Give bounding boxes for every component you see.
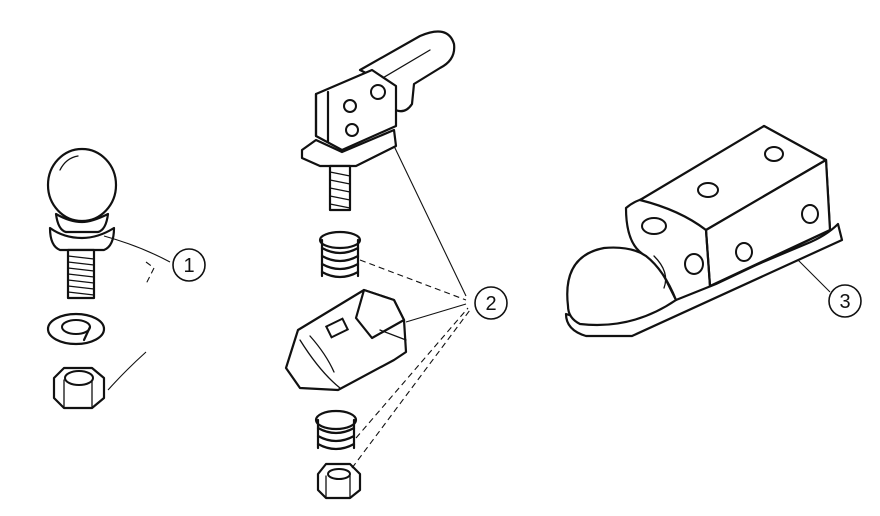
callout-3-label: 3 (839, 291, 850, 313)
hitch-ball-icon (46, 147, 118, 300)
leader-line-2d (355, 307, 469, 439)
leader-line-2a (393, 145, 467, 297)
callout-2: 2 (474, 286, 508, 320)
callout-1: 1 (172, 248, 206, 282)
hex-nut-icon (316, 462, 362, 500)
latch-block (284, 288, 408, 392)
leader-line-2e (351, 309, 471, 469)
leader-line-3 (797, 259, 831, 293)
coupler-body-icon (564, 124, 844, 338)
callout-1-label: 1 (183, 255, 194, 277)
callout-2-label: 2 (485, 293, 496, 315)
leader-line-2c (405, 303, 467, 323)
lock-washer-icon (46, 312, 106, 346)
hex-nut-icon (52, 366, 106, 410)
leader-line-1b (145, 261, 155, 285)
leader-line-1c (107, 351, 147, 391)
callout-3: 3 (828, 284, 862, 318)
spring-icon (314, 409, 358, 451)
latch-lever-icon (300, 30, 456, 212)
spring-icon (318, 230, 362, 279)
leader-line-1a (103, 235, 171, 263)
leader-line-2b (359, 259, 467, 301)
